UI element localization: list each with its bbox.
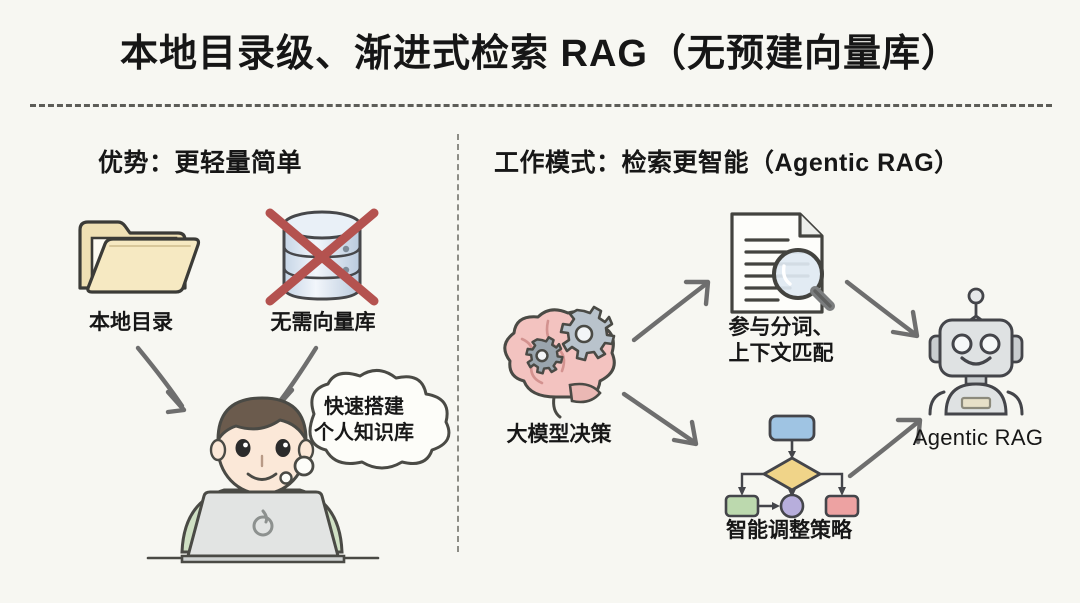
brain-label: 大模型决策 <box>506 423 612 446</box>
brain-gears-icon <box>486 305 626 420</box>
arrow-brain-to-document <box>631 279 711 343</box>
arrow-flowchart-to-robot <box>847 417 923 479</box>
flowchart-icon <box>724 412 860 520</box>
folder-icon <box>72 208 202 304</box>
folder-label: 本地目录 <box>89 311 173 334</box>
title-divider <box>30 104 1052 107</box>
page-title: 本地目录级、渐进式检索 RAG（无预建向量库） <box>119 33 960 75</box>
flowchart-label: 智能调整策略 <box>726 519 852 542</box>
arrow-brain-to-flowchart <box>621 391 699 447</box>
database-crossed-icon <box>262 205 382 310</box>
robot-label: Agentic RAG <box>912 425 1044 450</box>
thought-bubble-text: 快速搭建 个人知识库 <box>314 396 414 445</box>
robot-icon <box>918 287 1034 416</box>
panel-divider <box>457 134 459 552</box>
database-label: 无需向量库 <box>270 311 376 334</box>
person-laptop-icon <box>146 390 380 570</box>
thought-bubble-icon <box>270 369 460 490</box>
arrow-document-to-robot <box>844 279 920 339</box>
document-search-icon <box>718 208 838 318</box>
right-section-heading: 工作模式：检索更智能（Agentic RAG） <box>494 149 960 177</box>
left-section-heading: 优势：更轻量简单 <box>98 149 303 177</box>
document-label: 参与分词、 上下文匹配 <box>728 316 834 366</box>
